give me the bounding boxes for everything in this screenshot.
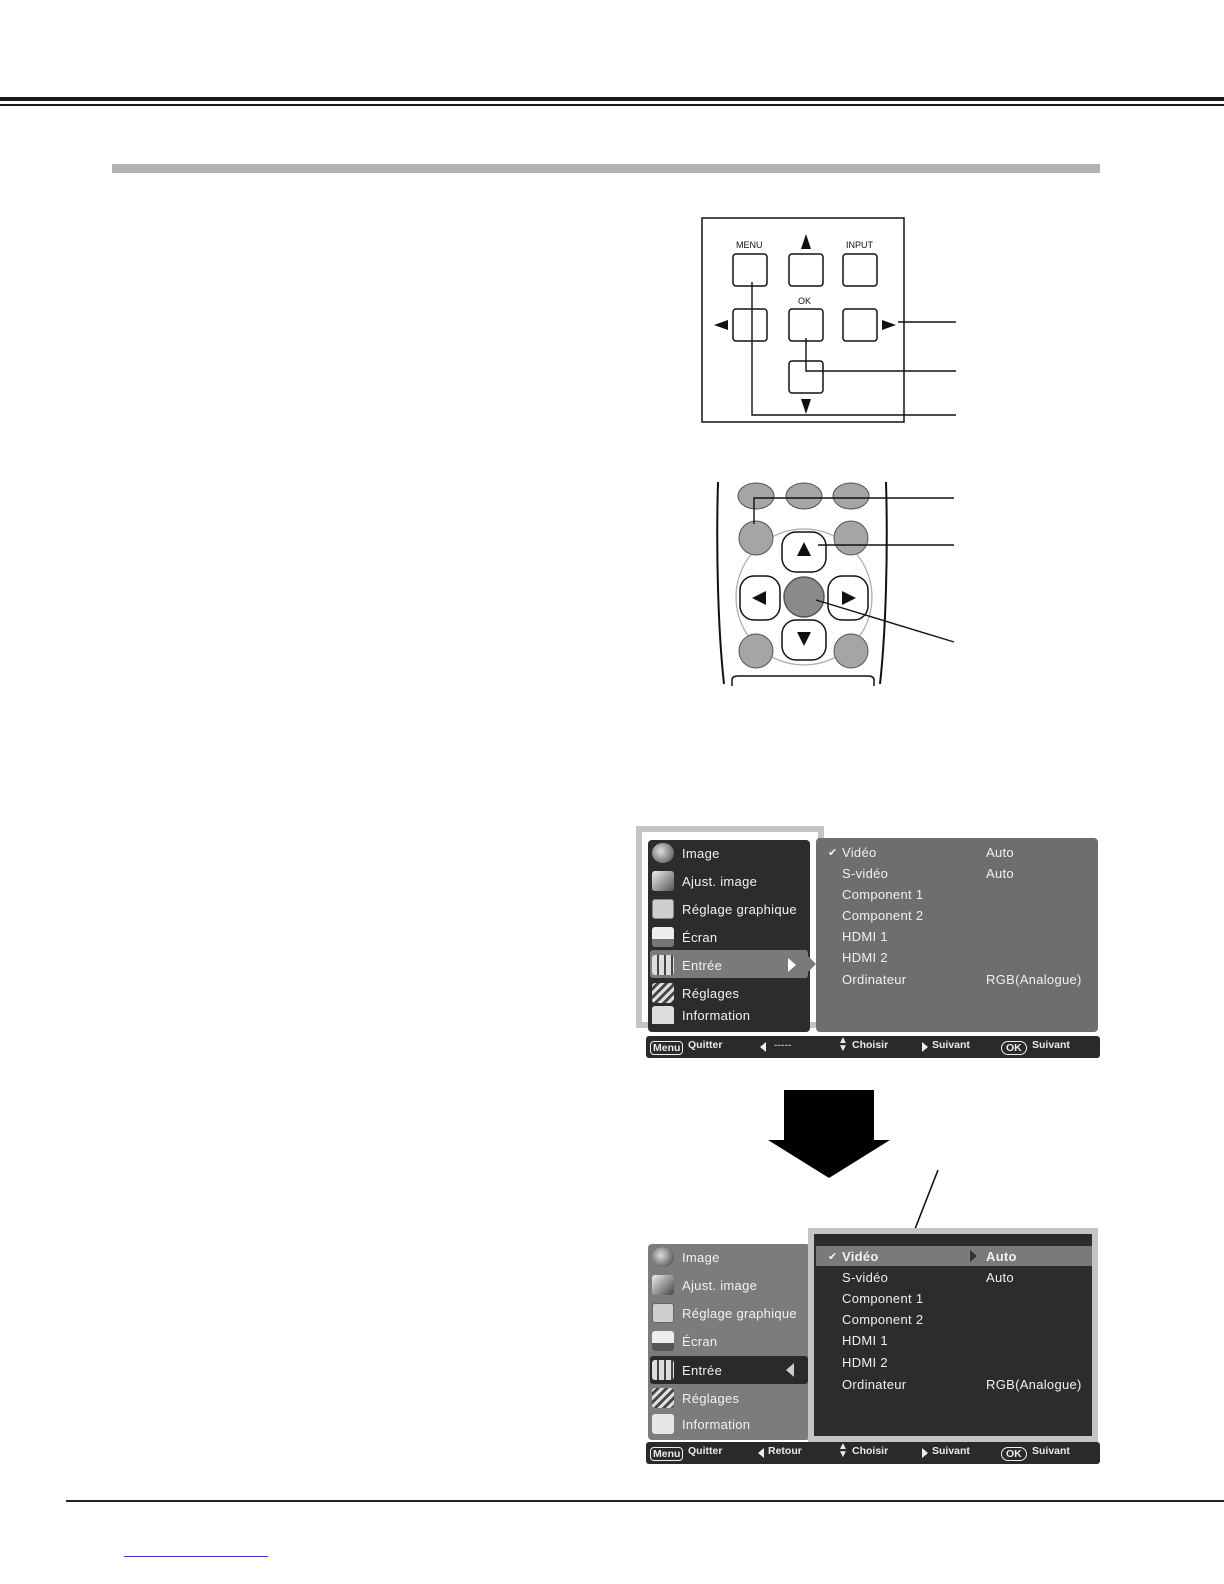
menu-item-adjust-image[interactable]: Ajust. image	[650, 1272, 757, 1298]
menu-item-settings[interactable]: Réglages	[650, 980, 739, 1006]
down-arrow-icon	[801, 399, 811, 414]
adjust-image-icon	[652, 871, 674, 891]
menu-button[interactable]	[732, 253, 768, 287]
check-icon: ✔	[828, 846, 838, 859]
next-label: Suivant	[932, 1039, 970, 1051]
settings-icon	[652, 1388, 674, 1408]
remote-down-arrow-icon	[797, 632, 811, 646]
submenu-row-highlight	[816, 1246, 1092, 1266]
menu-item-screen[interactable]: Écran	[650, 1328, 717, 1354]
ok-button[interactable]	[788, 308, 824, 342]
chevron-right-icon	[788, 958, 796, 972]
graphic-setting-icon	[652, 899, 674, 919]
screen-icon	[652, 1331, 674, 1351]
remote-up-arrow-icon	[797, 542, 811, 556]
screen-icon	[652, 927, 674, 947]
control-panel-diagram: MENU INPUT OK	[700, 216, 970, 426]
menu-item-settings[interactable]: Réglages	[650, 1385, 739, 1411]
remote-control-diagram	[710, 480, 970, 686]
ok-button-label: OK	[798, 296, 812, 306]
menu-list-panel	[648, 840, 810, 1032]
submenu-highlight-frame	[808, 1228, 1098, 1442]
check-icon: ✔	[828, 1250, 838, 1263]
menu-button-label: MENU	[736, 240, 763, 250]
menu-item-input[interactable]: Entrée	[650, 952, 722, 978]
up-arrow-icon	[801, 234, 811, 249]
footer-rule	[66, 1500, 1224, 1502]
remote-menu-button[interactable]	[738, 520, 774, 556]
right-triangle-icon	[922, 1448, 928, 1458]
left-arrow-icon	[714, 320, 728, 330]
next-label: Suivant	[932, 1445, 970, 1457]
left-triangle-icon	[760, 1042, 766, 1052]
remote-ok-button[interactable]	[783, 576, 825, 618]
menu-item-graphic-setting[interactable]: Réglage graphique	[650, 896, 797, 922]
chevron-right-icon	[970, 1250, 977, 1262]
back-label: Retour	[768, 1445, 802, 1457]
image-icon	[652, 1247, 674, 1267]
transition-arrow	[766, 1090, 892, 1178]
adjust-image-icon	[652, 1275, 674, 1295]
submenu-panel	[816, 838, 1098, 1032]
back-label: -----	[774, 1039, 792, 1051]
menu-item-input-highlight	[650, 1356, 808, 1384]
ok-key: OK	[1001, 1447, 1027, 1461]
ok-next-label: Suivant	[1032, 1039, 1070, 1051]
header-rule-thick	[0, 97, 1224, 101]
quit-label: Quitter	[688, 1039, 723, 1051]
menu-key: Menu	[650, 1447, 684, 1461]
updown-icon: ▲▼	[838, 1035, 848, 1054]
osd-menu-input: Image Ajust. image Réglage graphique Écr…	[636, 1228, 1102, 1468]
information-icon	[652, 1006, 674, 1024]
information-icon	[652, 1414, 674, 1434]
ok-next-label: Suivant	[1032, 1445, 1070, 1457]
remote-right-arrow-icon	[842, 591, 856, 605]
menu-item-input[interactable]: Entrée	[650, 1357, 722, 1383]
section-bar	[112, 164, 1100, 173]
menu-item-image[interactable]: Image	[650, 840, 720, 866]
left-triangle-icon	[758, 1448, 764, 1458]
status-bar: Menu Quitter Retour ▲▼ Choisir Suivant O…	[646, 1442, 1100, 1464]
menu-list-panel	[648, 1244, 810, 1440]
right-arrow-icon	[882, 320, 896, 330]
menu-item-information[interactable]: Information	[650, 1006, 750, 1024]
menu-item-image[interactable]: Image	[650, 1244, 720, 1270]
remote-left-arrow-icon	[752, 591, 766, 605]
chevron-left-icon	[786, 1363, 794, 1377]
menu-item-adjust-image[interactable]: Ajust. image	[650, 868, 757, 894]
graphic-setting-icon	[652, 1303, 674, 1323]
menu-item-screen[interactable]: Écran	[650, 924, 717, 950]
down-arrow-icon	[768, 1090, 890, 1178]
input-button-label: INPUT	[846, 240, 873, 250]
up-button[interactable]	[788, 253, 824, 287]
right-button[interactable]	[842, 308, 878, 342]
menu-item-input-highlight	[650, 950, 808, 978]
choose-label: Choisir	[852, 1039, 889, 1051]
settings-icon	[652, 983, 674, 1003]
ok-key: OK	[1001, 1041, 1027, 1055]
selection-pointer	[804, 952, 816, 976]
remote-control-svg	[716, 481, 955, 686]
footer-link-underline	[124, 1556, 268, 1557]
menu-key: Menu	[650, 1041, 684, 1055]
header-rule-thin	[0, 104, 1224, 106]
choose-label: Choisir	[852, 1445, 889, 1457]
quit-label: Quitter	[688, 1445, 723, 1457]
left-button[interactable]	[732, 308, 768, 342]
right-triangle-icon	[922, 1042, 928, 1052]
input-icon	[652, 1360, 674, 1380]
menu-item-graphic-setting[interactable]: Réglage graphique	[650, 1300, 797, 1326]
image-icon	[652, 843, 674, 863]
control-panel-svg	[701, 217, 956, 423]
updown-icon: ▲▼	[838, 1441, 848, 1460]
osd-menu-main: Image Ajust. image Réglage graphique Écr…	[636, 826, 1102, 1062]
input-icon	[652, 955, 674, 975]
menu-item-information[interactable]: Information	[650, 1411, 750, 1437]
status-bar: Menu Quitter ----- ▲▼ Choisir Suivant OK…	[646, 1036, 1100, 1058]
input-button[interactable]	[842, 253, 878, 287]
submenu-panel	[814, 1234, 1092, 1436]
